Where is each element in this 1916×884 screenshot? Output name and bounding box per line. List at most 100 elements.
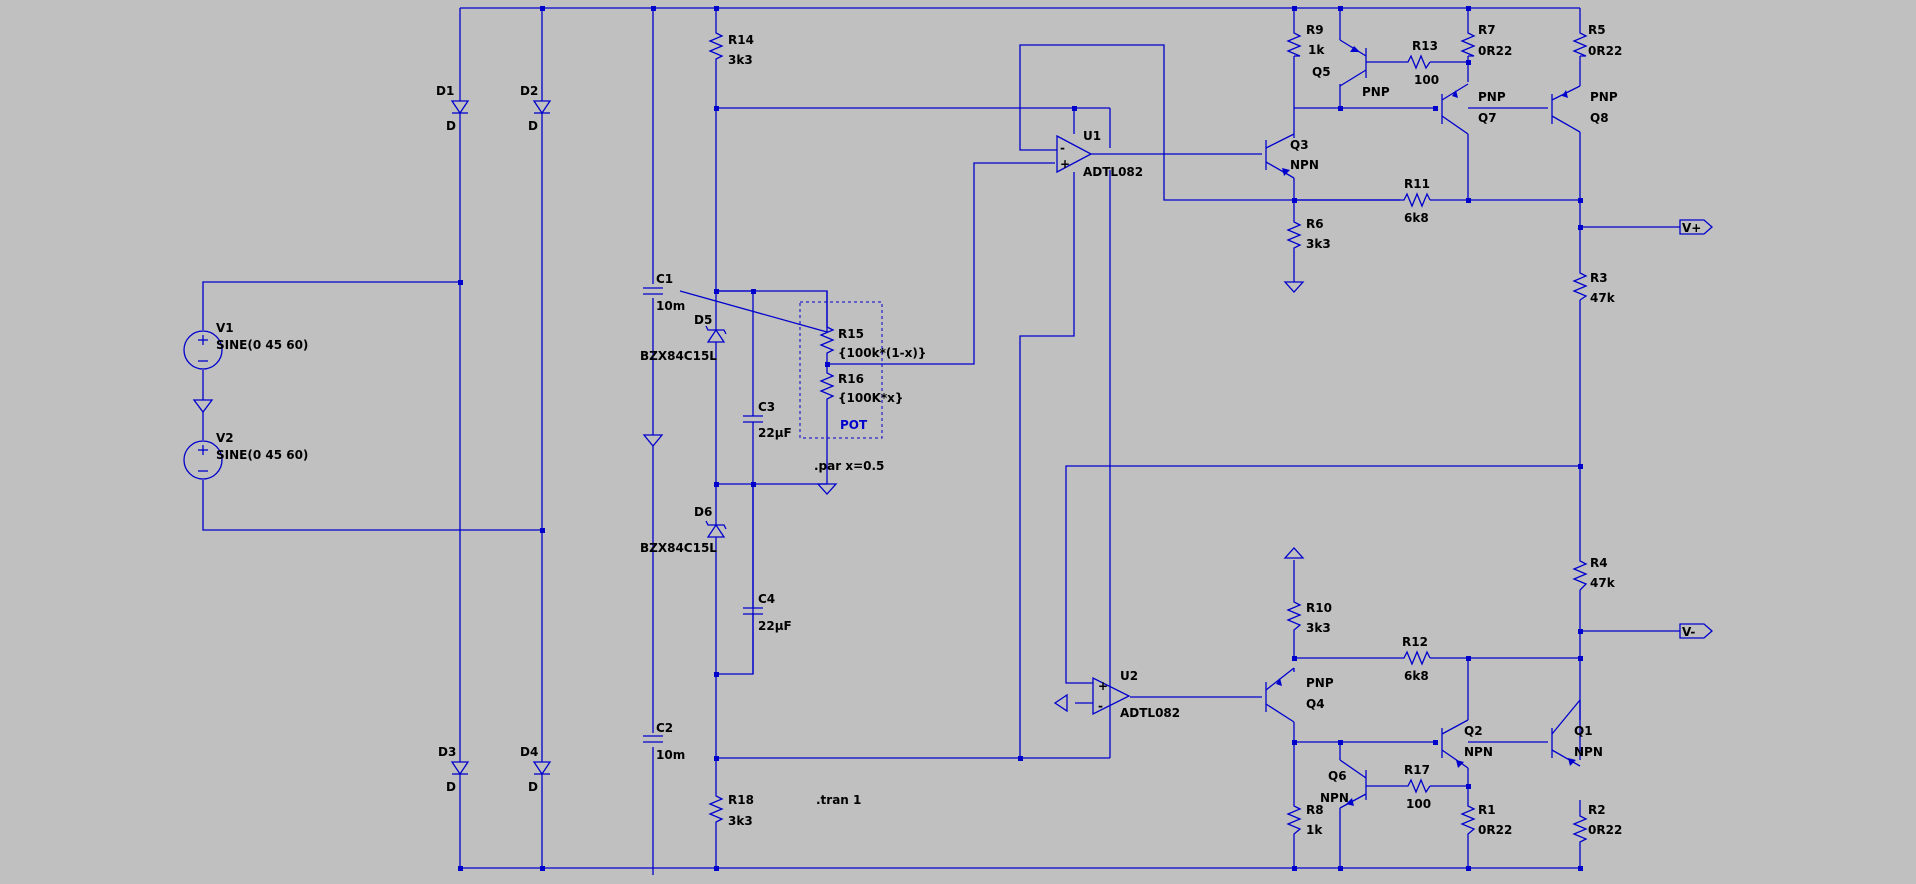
potentiometer-box [799,301,883,439]
transistor-q8[interactable] [1551,85,1581,133]
capacitor-c2[interactable] [643,735,663,743]
label-q6-name: Q6 [1328,769,1347,783]
transistor-q7[interactable] [1441,83,1469,135]
transistor-q6[interactable] [1339,759,1367,809]
label-r15-value: {100k*(1-x)} [838,346,926,360]
resistor-r9[interactable] [1286,28,1302,57]
label-r3-name: R3 [1590,271,1608,285]
label-r13-value: 100 [1414,73,1439,87]
label-r16-name: R16 [838,372,864,386]
label-d5-name: D5 [694,313,712,327]
label-r16-value: {100K*x} [838,391,903,405]
resistor-r10[interactable] [1286,596,1302,638]
diode-d3[interactable] [450,752,470,785]
label-r18-name: R18 [728,793,754,807]
label-q6-value: NPN [1320,791,1349,805]
wires [202,7,1680,875]
label-c1-name: C1 [656,272,673,286]
opamp-u1[interactable]: - + [1056,134,1093,174]
label-q7-name: Q7 [1478,111,1497,125]
ground-r6 [1283,281,1305,293]
resistor-r13[interactable] [1404,54,1431,70]
opamp-u2[interactable]: + - [1092,676,1131,716]
label-r8-name: R8 [1306,803,1324,817]
label-q2-name: Q2 [1464,724,1483,738]
diode-d4[interactable] [532,752,552,785]
ground-mid [192,399,214,418]
resistor-r3[interactable] [1572,268,1588,301]
transistor-q5[interactable] [1339,39,1367,87]
label-r8-value: 1k [1306,823,1323,837]
label-r12-value: 6k8 [1404,669,1429,683]
zener-d5[interactable] [705,320,727,350]
label-r5-value: 0R22 [1588,44,1622,58]
resistor-r18[interactable] [708,790,724,828]
resistor-r11[interactable] [1400,192,1431,208]
directive-tran[interactable]: .tran 1 [816,793,861,807]
label-d1-name: D1 [436,84,454,98]
label-r4-value: 47k [1590,576,1616,590]
resistor-r12[interactable] [1400,650,1431,666]
voltage-source-v2[interactable] [183,440,223,480]
label-d1-value: D [446,119,456,133]
svg-text:+: + [1098,679,1108,693]
label-c4-value: 22µF [758,619,792,633]
directive-param[interactable]: .par x=0.5 [814,459,884,473]
capacitor-c3[interactable] [743,408,763,428]
net-flag-vminus[interactable] [1679,623,1713,639]
capacitor-c1[interactable] [643,287,663,295]
transistor-q4[interactable] [1265,667,1295,723]
resistor-r7[interactable] [1460,28,1476,57]
capacitor-c4[interactable] [743,484,763,674]
diode-d2[interactable] [532,90,552,125]
label-r6-name: R6 [1306,217,1324,231]
label-r3-value: 47k [1590,291,1616,305]
diode-d1[interactable] [450,90,470,125]
svg-text:+: + [1060,157,1070,171]
voltage-source-v1[interactable] [183,330,223,370]
label-vplus: V+ [1682,221,1701,235]
transistor-q1[interactable] [1551,699,1581,767]
label-c3-value: 22µF [758,426,792,440]
label-r9-name: R9 [1306,23,1324,37]
resistor-r1[interactable] [1460,800,1476,840]
label-d3-name: D3 [438,745,456,759]
label-r9-value: 1k [1308,43,1325,57]
label-q7-value: PNP [1478,90,1506,104]
resistor-r6[interactable] [1286,216,1302,256]
label-vminus: V- [1682,625,1695,639]
label-d2-value: D [528,119,538,133]
label-d2-name: D2 [520,84,538,98]
label-r1-value: 0R22 [1478,823,1512,837]
label-r7-value: 0R22 [1478,44,1512,58]
resistor-r4[interactable] [1572,555,1588,591]
resistor-r2[interactable] [1572,810,1588,846]
label-r13-name: R13 [1412,39,1438,53]
label-q2-value: NPN [1464,745,1493,759]
label-q3-value: NPN [1290,158,1319,172]
resistor-r8[interactable] [1286,800,1302,840]
transistor-q2[interactable] [1441,719,1469,769]
label-r14-name: R14 [728,33,754,47]
label-v2-value: SINE(0 45 60) [216,448,308,462]
resistor-r17[interactable] [1404,778,1431,794]
resistor-r14[interactable] [708,28,724,65]
resistor-r16[interactable] [819,368,835,402]
label-q4-name: Q4 [1306,697,1325,711]
net-flag-vplus[interactable] [1679,219,1713,235]
zener-d6[interactable] [705,515,727,545]
label-v1-value: SINE(0 45 60) [216,338,308,352]
label-c3-name: C3 [758,400,775,414]
label-c4-name: C4 [758,592,775,606]
label-d6-name: D6 [694,505,712,519]
label-r10-value: 3k3 [1306,621,1331,635]
transistor-q3[interactable] [1265,133,1295,179]
resistor-r5[interactable] [1572,28,1588,57]
resistor-r15[interactable] [819,322,835,356]
labels: D1 D D2 D D3 D D4 D V1 SINE(0 45 60) V2 … [216,23,1701,837]
label-r7-name: R7 [1478,23,1496,37]
label-c1-value: 10m [656,299,685,313]
label-r17-name: R17 [1404,763,1430,777]
label-q3-name: Q3 [1290,138,1309,152]
